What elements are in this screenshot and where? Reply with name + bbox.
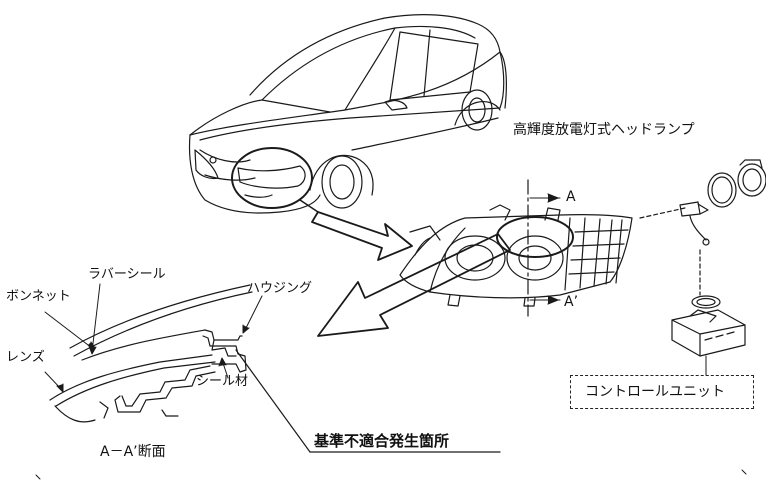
zoom-arrow-2	[317, 233, 511, 337]
label-rubber-seal: ラバーシール	[88, 267, 166, 282]
label-section-a-bottom: A’	[564, 294, 579, 310]
label-housing: ハウジング	[247, 281, 313, 296]
label-bonnet: ボンネット	[6, 289, 71, 304]
label-seal-material: シール材	[196, 374, 249, 389]
zoom-arrow-1	[311, 211, 413, 261]
cross-section	[44, 283, 501, 453]
headlamp-assembly	[399, 204, 633, 307]
label-section-view: A－A’断面	[100, 444, 166, 460]
section-line	[527, 179, 561, 317]
label-headlamp: 高輝度放電灯式ヘッドランプ	[513, 122, 695, 138]
control-unit-callout: コントロールユニット	[570, 375, 754, 409]
label-control-unit: コントロールユニット	[585, 384, 725, 400]
label-lens: レンズ	[6, 350, 45, 365]
label-section-a-top: A	[566, 189, 576, 205]
car-illustration	[188, 14, 507, 214]
label-nonconformity-location: 基準不適合発生箇所	[314, 432, 450, 450]
bulb-exploded-view	[639, 159, 766, 376]
